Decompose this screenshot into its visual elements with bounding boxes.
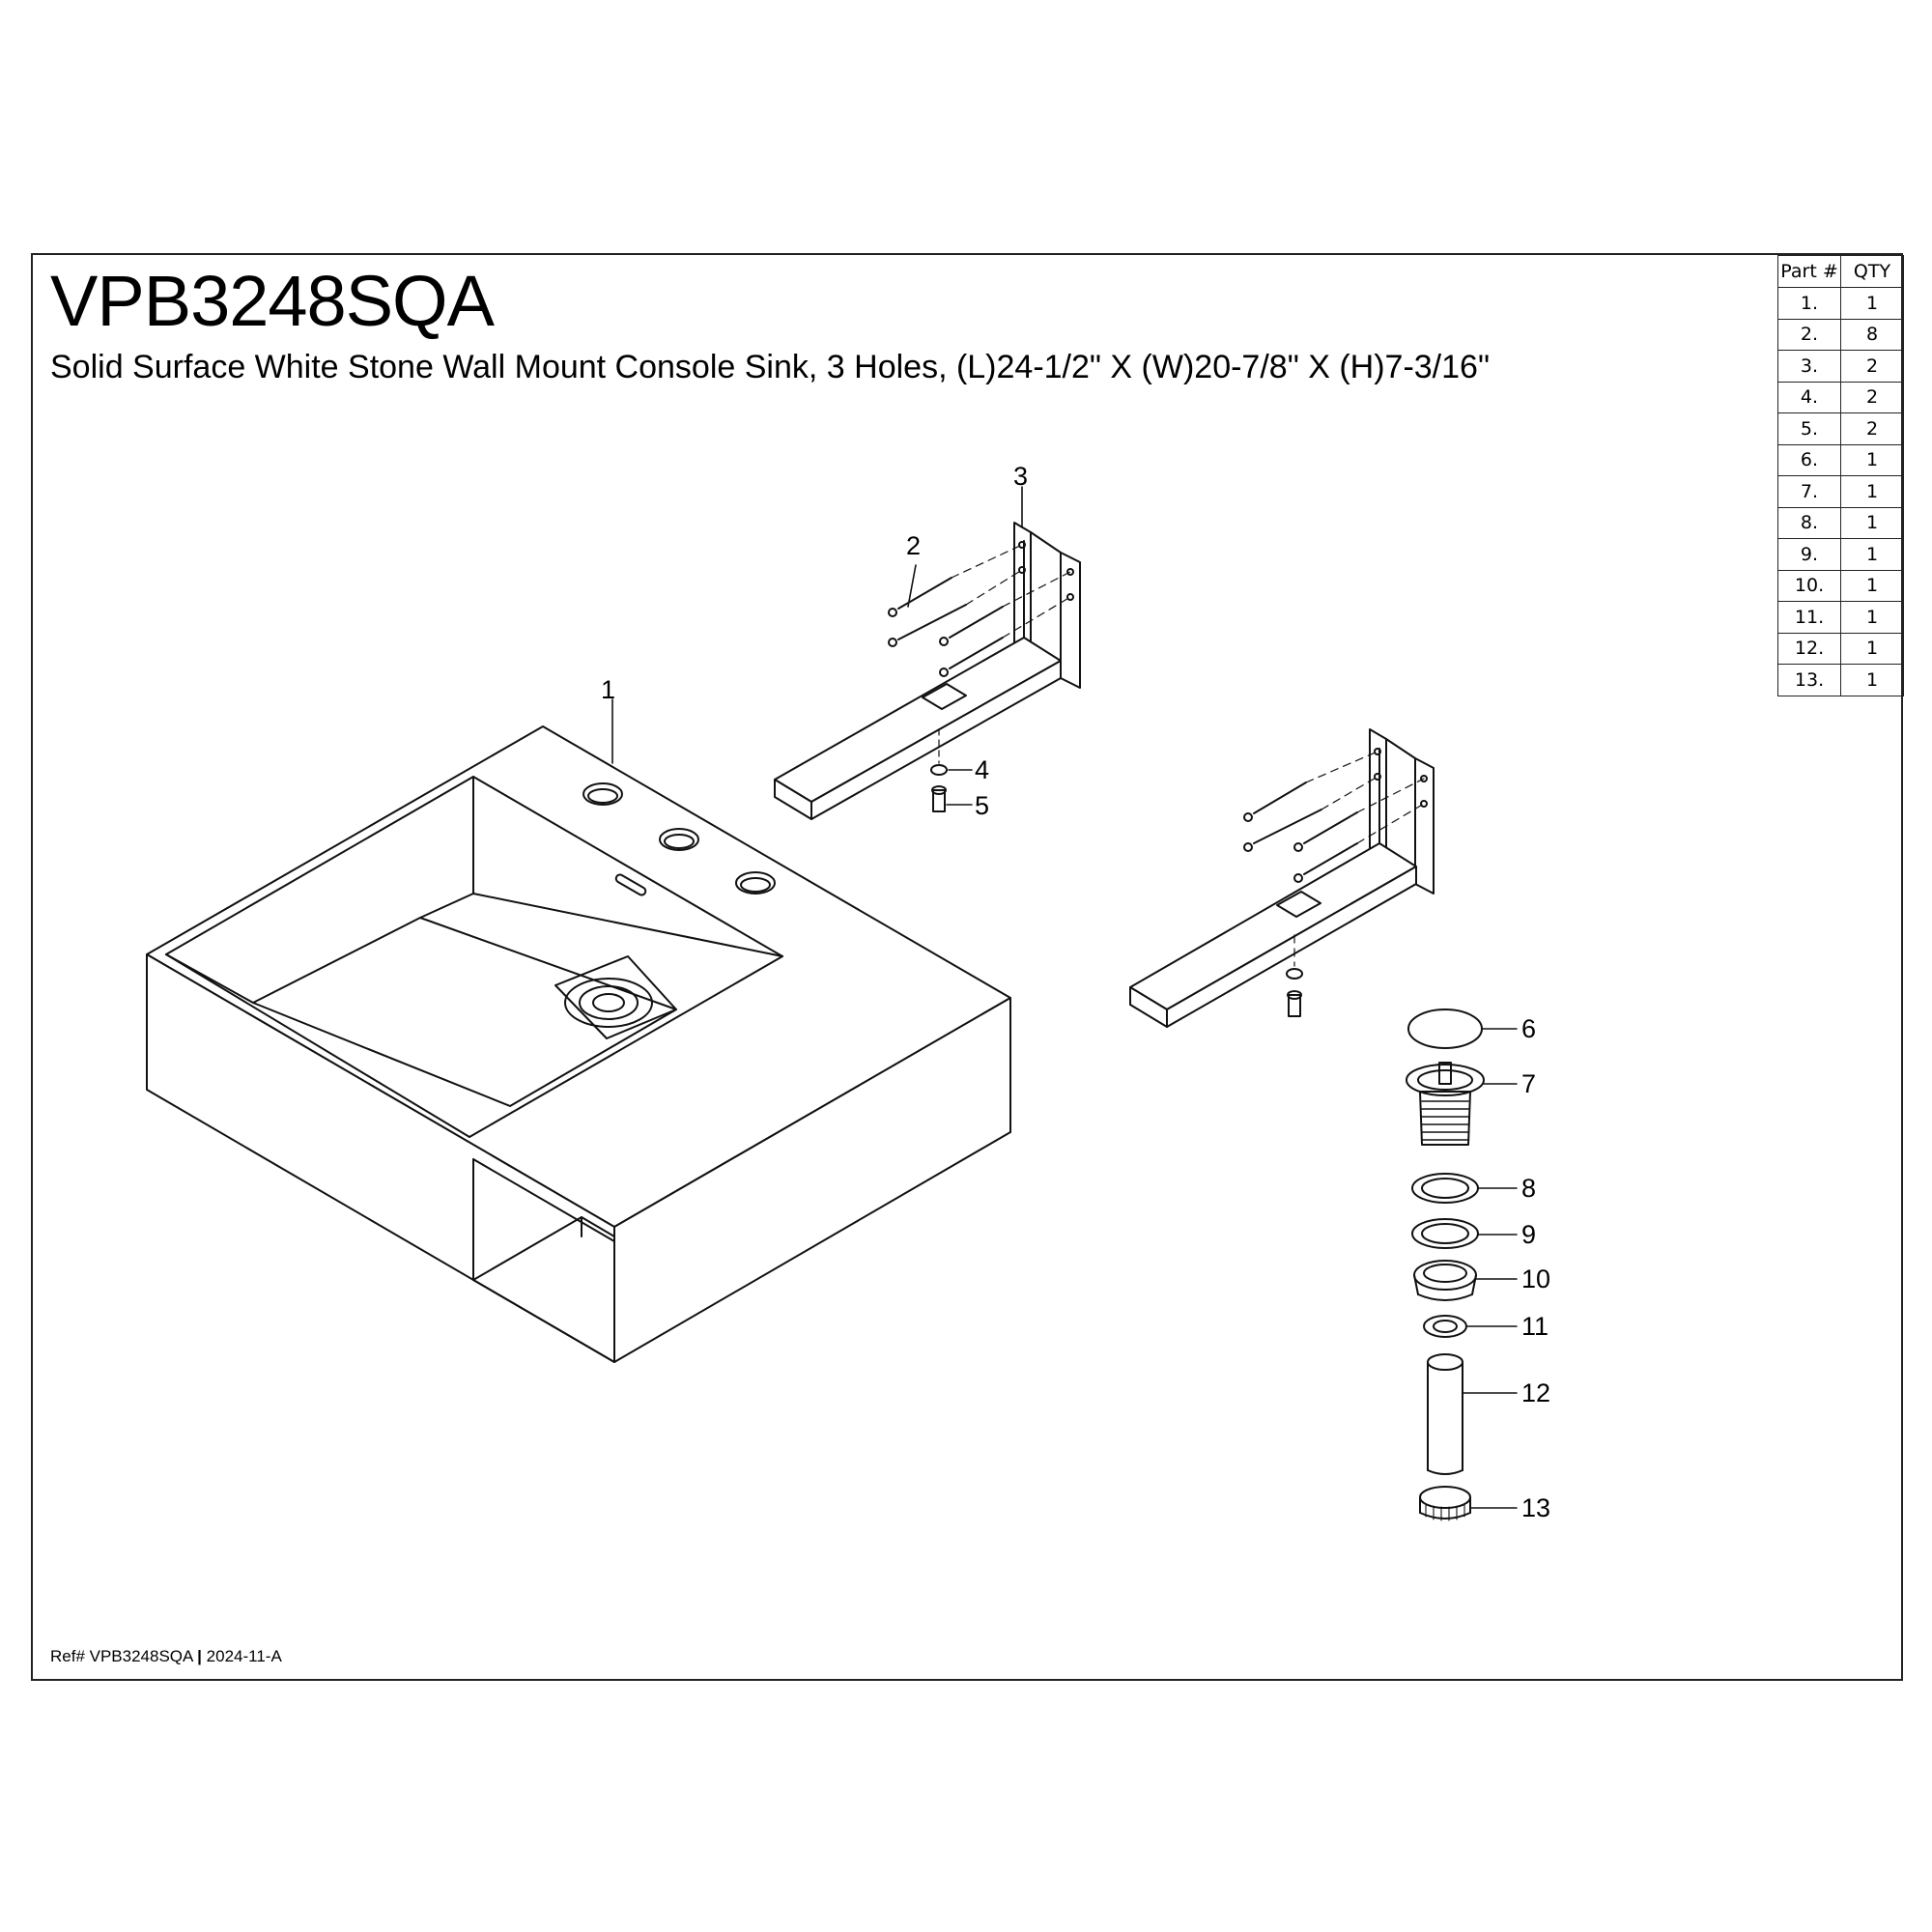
- header-part-number: Part #: [1777, 255, 1841, 288]
- part-qty: 1: [1840, 443, 1904, 476]
- part-number: 12.: [1777, 632, 1841, 665]
- table-row: 4.2: [1777, 381, 1904, 413]
- part-number: 13.: [1777, 664, 1841, 696]
- leader-lines: [611, 486, 1518, 1509]
- table-row: 8.1: [1777, 506, 1904, 539]
- callout-4: 4: [975, 755, 989, 784]
- wall-bracket-upper: [774, 522, 1081, 820]
- table-row: 2.8: [1777, 318, 1904, 351]
- table-row: 13.1: [1777, 664, 1904, 696]
- part-number: 9.: [1777, 538, 1841, 571]
- callout-13: 13: [1521, 1493, 1550, 1522]
- callout-11: 11: [1521, 1312, 1548, 1341]
- part-qty: 1: [1840, 506, 1904, 539]
- callout-6: 6: [1521, 1014, 1536, 1043]
- table-row: 12.1: [1777, 632, 1904, 665]
- callout-10: 10: [1521, 1264, 1550, 1293]
- part-qty: 1: [1840, 664, 1904, 696]
- table-row: 7.1: [1777, 475, 1904, 508]
- table-row: 10.1: [1777, 569, 1904, 602]
- parts-table-header: Part # QTY: [1777, 255, 1904, 288]
- callout-12: 12: [1521, 1378, 1550, 1407]
- part-number: 6.: [1777, 443, 1841, 476]
- drain-cap: [1407, 1009, 1483, 1049]
- part-number: 8.: [1777, 506, 1841, 539]
- wall-bracket-lower: [1129, 728, 1435, 1028]
- drain-assembly: [1406, 1009, 1485, 1521]
- part-number: 3.: [1777, 350, 1841, 383]
- product-description: Solid Surface White Stone Wall Mount Con…: [50, 349, 1491, 385]
- model-number: VPB3248SQA: [50, 261, 495, 341]
- callout-5: 5: [975, 791, 989, 820]
- table-row: 9.1: [1777, 538, 1904, 571]
- part-number: 10.: [1777, 569, 1841, 602]
- reference-separator: |: [197, 1647, 202, 1665]
- part-number: 11.: [1777, 601, 1841, 634]
- screw-set: [888, 544, 1071, 677]
- sink-body: [146, 725, 1011, 1363]
- header-qty: QTY: [1840, 255, 1904, 288]
- parts-table: Part # QTY 1.1 2.8 3.2 4.2 5.2 6.1 7.1 8…: [1777, 255, 1904, 696]
- reference-number: Ref# VPB3248SQA: [50, 1647, 193, 1665]
- part-number: 2.: [1777, 318, 1841, 351]
- table-row: 6.1: [1777, 443, 1904, 476]
- part-qty: 1: [1840, 569, 1904, 602]
- washer: [930, 764, 948, 776]
- part-qty: 2: [1840, 381, 1904, 413]
- part-qty: 2: [1840, 412, 1904, 445]
- callout-9: 9: [1521, 1220, 1536, 1249]
- callout-2: 2: [906, 531, 921, 560]
- part-qty: 2: [1840, 350, 1904, 383]
- part-qty: 8: [1840, 318, 1904, 351]
- bolt: [932, 789, 946, 812]
- callout-8: 8: [1521, 1174, 1536, 1203]
- table-row: 11.1: [1777, 601, 1904, 634]
- callout-7: 7: [1521, 1069, 1536, 1098]
- drawing-frame: [31, 253, 1903, 1681]
- revision-code: 2024-11-A: [206, 1647, 282, 1665]
- reference-footer: Ref# VPB3248SQA | 2024-11-A: [50, 1647, 282, 1666]
- callout-3: 3: [1013, 462, 1028, 491]
- table-row: 3.2: [1777, 350, 1904, 383]
- callout-1: 1: [601, 675, 615, 704]
- part-qty: 1: [1840, 538, 1904, 571]
